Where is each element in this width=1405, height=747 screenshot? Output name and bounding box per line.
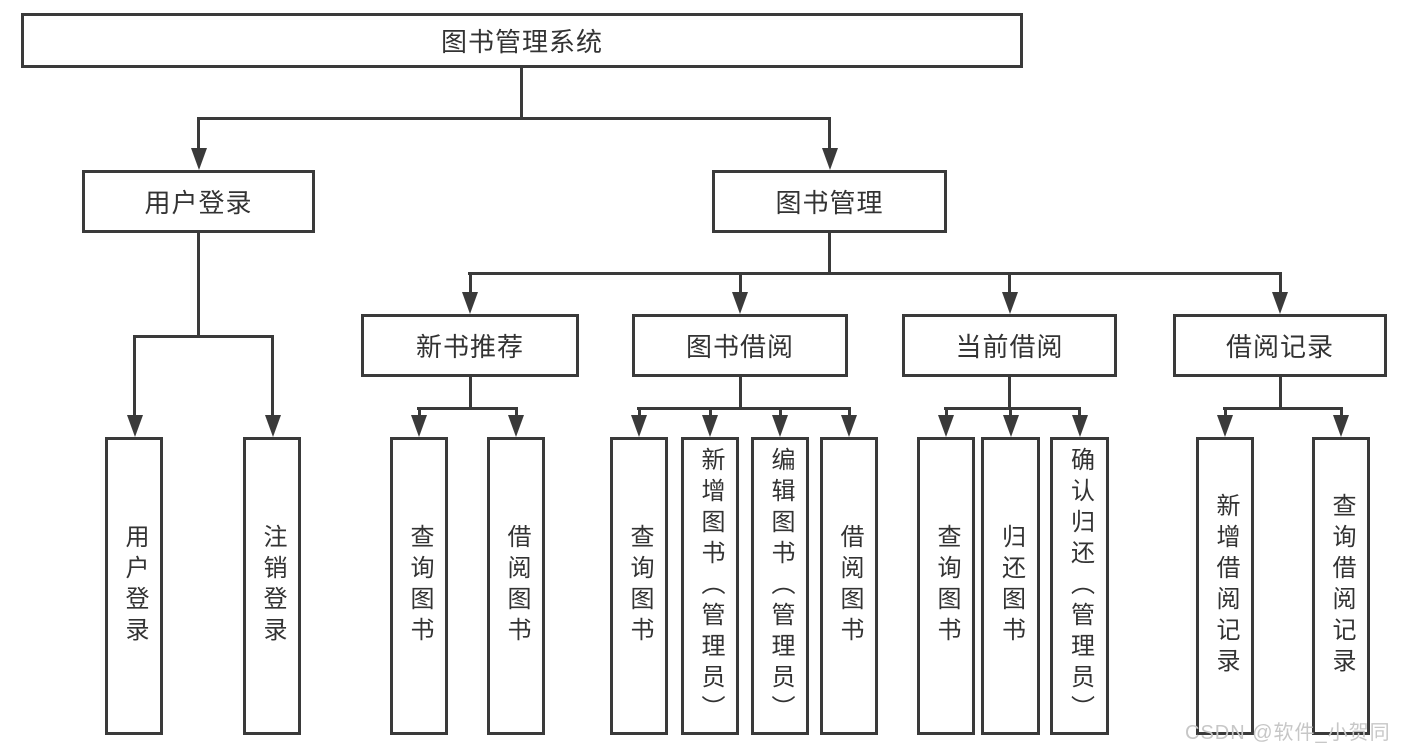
connector-line: [520, 68, 523, 117]
connector-line: [469, 272, 472, 296]
arrow-down-icon: [938, 415, 954, 437]
arrow-down-icon: [631, 415, 647, 437]
node-label: 新书推荐: [415, 333, 524, 362]
connector-line: [418, 407, 421, 419]
connector-line: [133, 335, 274, 338]
arrow-down-icon: [732, 292, 748, 314]
leaf-recommend-query-books: 查询图书: [390, 437, 448, 735]
connector-line: [779, 407, 782, 419]
node-label: 用户登录: [144, 189, 253, 218]
arrow-down-icon: [462, 292, 478, 314]
connector-line: [271, 335, 274, 419]
connector-line: [739, 377, 742, 407]
node-label: 借阅记录: [1225, 333, 1334, 362]
arrow-down-icon: [1217, 415, 1233, 437]
node-label: 注销登录: [259, 524, 285, 648]
node-label: 图书管理: [775, 189, 884, 218]
connector-line: [469, 377, 472, 407]
leaf-borrow-add-books-admin: 新增图书（管理员）: [681, 437, 739, 735]
node-label: 查询图书: [406, 524, 432, 648]
node-label: 新增借阅记录: [1212, 493, 1238, 679]
connector-line: [133, 335, 136, 419]
connector-line: [828, 117, 831, 151]
node-label: 用户登录: [121, 524, 147, 648]
node-label: 借阅图书: [503, 524, 529, 648]
leaf-borrow-borrow-books: 借阅图书: [820, 437, 878, 735]
arrow-down-icon: [1272, 292, 1288, 314]
node-label: 当前借阅: [955, 333, 1064, 362]
connector-line: [515, 407, 518, 419]
connector-line: [739, 272, 742, 296]
node-label: 确认归还（管理员）: [1066, 446, 1093, 726]
connector-line: [637, 407, 851, 410]
connector-line: [1009, 407, 1012, 419]
leaf-borrow-edit-books-admin: 编辑图书（管理员）: [751, 437, 809, 735]
arrow-down-icon: [1002, 292, 1018, 314]
connector-line: [1008, 272, 1011, 296]
connector-line: [468, 272, 1281, 275]
connector-line: [638, 407, 641, 419]
arrow-down-icon: [822, 148, 838, 170]
leaf-borrow-query-books: 查询图书: [610, 437, 668, 735]
node-label: 图书管理系统: [440, 28, 603, 57]
node-new-book-recommend: 新书推荐: [361, 314, 579, 377]
connector-line: [828, 233, 831, 272]
leaf-recommend-borrow-books: 借阅图书: [487, 437, 545, 735]
node-book-management: 图书管理: [712, 170, 947, 233]
arrow-down-icon: [702, 415, 718, 437]
leaf-records-add-record: 新增借阅记录: [1196, 437, 1254, 735]
connector-line: [1224, 407, 1227, 419]
connector-line: [1279, 377, 1282, 407]
connector-line: [1279, 272, 1282, 296]
csdn-watermark: CSDN @软件_小贺同学: [1185, 722, 1391, 744]
leaf-user-login: 用户登录: [105, 437, 163, 735]
arrow-down-icon: [127, 415, 143, 437]
node-label: 查询借阅记录: [1328, 493, 1354, 679]
node-label: 查询图书: [626, 524, 652, 648]
connector-line: [417, 407, 518, 410]
connector-line: [197, 117, 200, 151]
node-current-borrow: 当前借阅: [902, 314, 1117, 377]
node-user-login: 用户登录: [82, 170, 315, 233]
node-borrow-records: 借阅记录: [1173, 314, 1387, 377]
leaf-current-confirm-return-admin: 确认归还（管理员）: [1050, 437, 1109, 735]
leaf-records-query-record: 查询借阅记录: [1312, 437, 1370, 735]
arrow-down-icon: [772, 415, 788, 437]
leaf-current-query-books: 查询图书: [917, 437, 975, 735]
arrow-down-icon: [508, 415, 524, 437]
node-book-borrow: 图书借阅: [632, 314, 848, 377]
arrow-down-icon: [411, 415, 427, 437]
node-label: 图书借阅: [685, 333, 794, 362]
node-label: 归还图书: [997, 524, 1024, 648]
connector-line: [1223, 407, 1342, 410]
connector-line: [848, 407, 851, 419]
node-label: 借阅图书: [836, 524, 862, 648]
connector-line: [1008, 377, 1011, 407]
arrow-down-icon: [1333, 415, 1349, 437]
arrow-down-icon: [1003, 415, 1019, 437]
connector-line: [1340, 407, 1343, 419]
node-label: 编辑图书（管理员）: [767, 446, 793, 726]
arrow-down-icon: [841, 415, 857, 437]
arrow-down-icon: [191, 148, 207, 170]
arrow-down-icon: [1072, 415, 1088, 437]
connector-line: [709, 407, 712, 419]
connector-line: [197, 233, 200, 335]
node-root: 图书管理系统: [21, 13, 1023, 68]
arrow-down-icon: [265, 415, 281, 437]
connector-line: [945, 407, 948, 419]
leaf-current-return-books: 归还图书: [981, 437, 1040, 735]
connector-line: [197, 117, 830, 120]
node-label: 新增图书（管理员）: [697, 446, 723, 726]
node-label: 查询图书: [933, 524, 959, 648]
connector-line: [944, 407, 1081, 410]
connector-line: [1078, 407, 1081, 419]
leaf-logout: 注销登录: [243, 437, 301, 735]
